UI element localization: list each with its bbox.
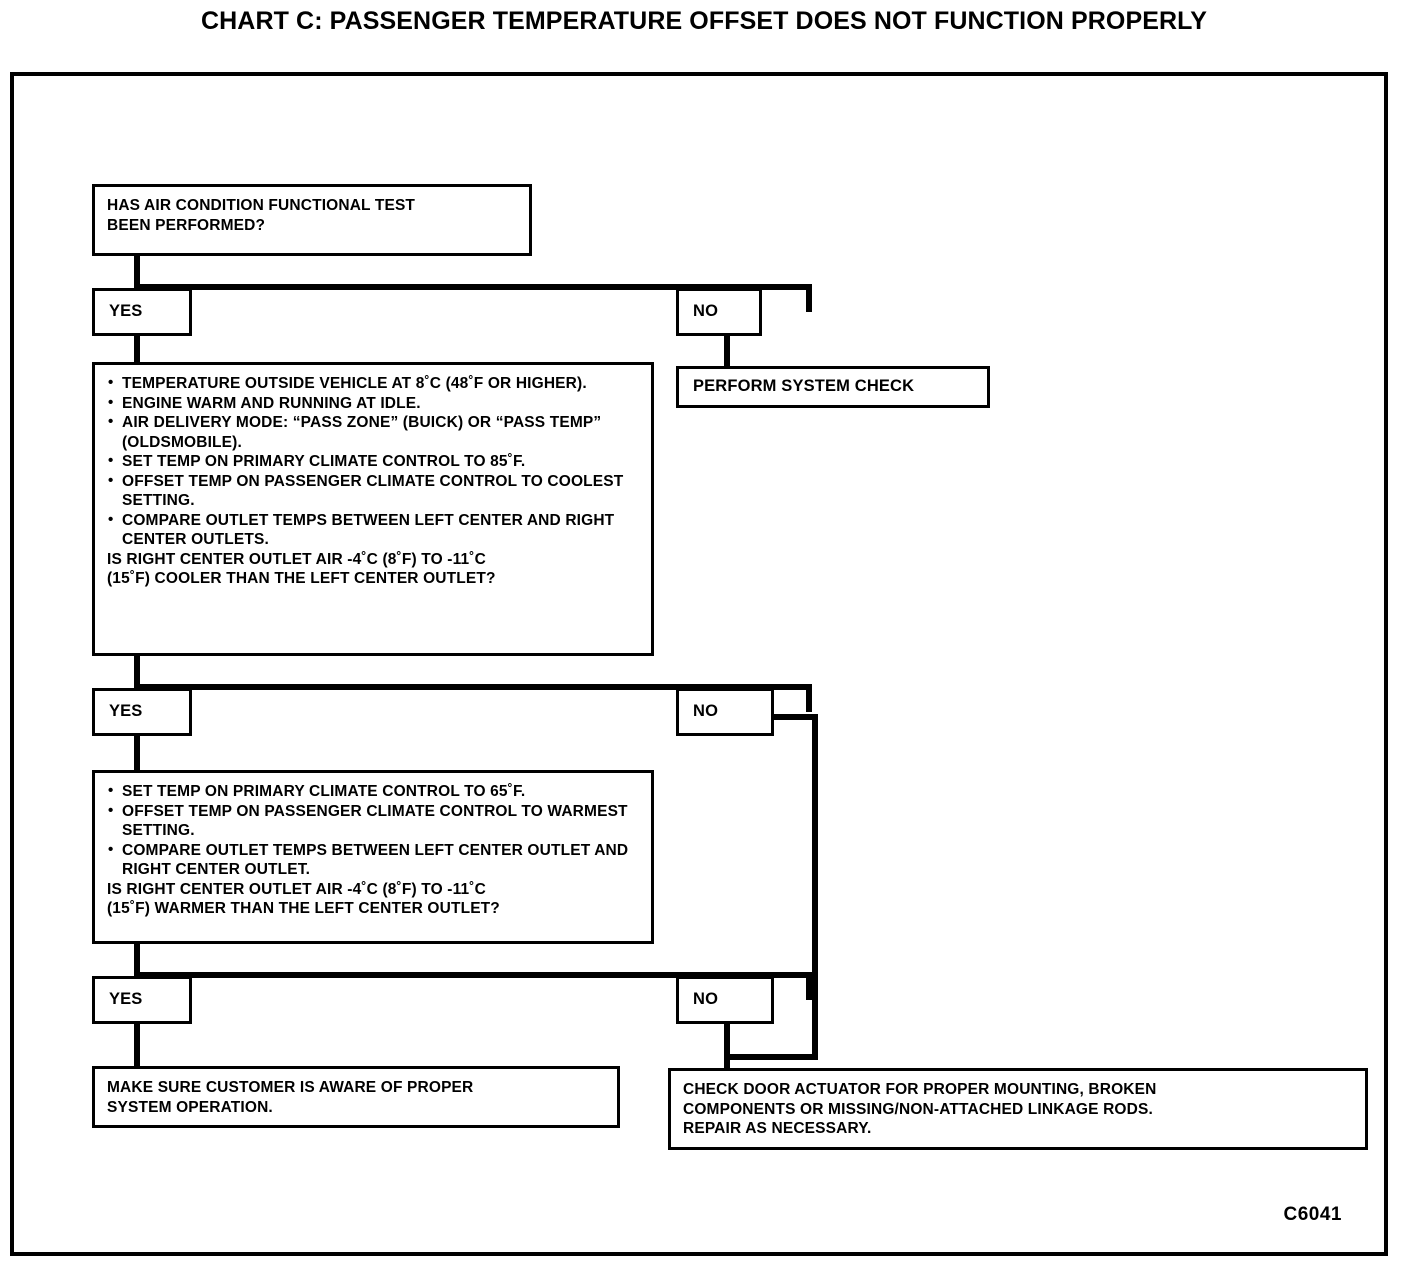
- node-perform-system-check-label: PERFORM SYSTEM CHECK: [693, 377, 915, 396]
- node-question-3[interactable]: SET TEMP ON PRIMARY CLIMATE CONTROL TO 6…: [92, 770, 654, 944]
- connector-q2no-right: [774, 714, 818, 720]
- connector-q2-branch: [134, 684, 812, 690]
- node-question-3-q-line1: IS RIGHT CENTER OUTLET AIR -4˚C (8˚F) TO…: [107, 880, 486, 898]
- list-item: OFFSET TEMP ON PASSENGER CLIMATE CONTROL…: [107, 801, 639, 841]
- connector-q2-no-down: [806, 684, 812, 712]
- connector-q3no-down: [724, 1024, 730, 1070]
- chart-code: C6041: [1283, 1204, 1342, 1225]
- node-result-customer-aware-line2: SYSTEM OPERATION.: [107, 1098, 273, 1116]
- connector-q3-down: [134, 944, 140, 978]
- connector-q3yes-down: [134, 1024, 140, 1068]
- node-result-check-door-actuator-line3: REPAIR AS NECESSARY.: [683, 1120, 872, 1137]
- node-q2-no[interactable]: NO: [676, 688, 774, 736]
- node-result-customer-aware[interactable]: MAKE SURE CUSTOMER IS AWARE OF PROPER SY…: [92, 1066, 620, 1128]
- connector-q3-no-down: [806, 972, 812, 1000]
- node-q1-yes-label: YES: [109, 302, 143, 321]
- node-q1-no[interactable]: NO: [676, 288, 762, 336]
- node-question-2-q-line2: (15˚F) COOLER THAN THE LEFT CENTER OUTLE…: [107, 570, 496, 587]
- node-question-2-bullets: TEMPERATURE OUTSIDE VEHICLE AT 8˚C (48˚F…: [107, 373, 639, 550]
- node-q2-yes-label: YES: [109, 702, 143, 721]
- connector-q1-branch: [134, 284, 812, 290]
- page-title: CHART C: PASSENGER TEMPERATURE OFFSET DO…: [201, 7, 1207, 35]
- chart-frame: HAS AIR CONDITION FUNCTIONAL TEST BEEN P…: [10, 72, 1388, 1256]
- node-result-check-door-actuator[interactable]: CHECK DOOR ACTUATOR FOR PROPER MOUNTING,…: [668, 1068, 1368, 1150]
- node-q2-yes[interactable]: YES: [92, 688, 192, 736]
- connector-q3-branch: [134, 972, 812, 978]
- connector-q1-down: [134, 256, 140, 290]
- list-item: OFFSET TEMP ON PASSENGER CLIMATE CONTROL…: [107, 471, 639, 511]
- node-perform-system-check[interactable]: PERFORM SYSTEM CHECK: [676, 366, 990, 408]
- node-q2-no-label: NO: [693, 702, 719, 721]
- node-question-2-q-line1: IS RIGHT CENTER OUTLET AIR -4˚C (8˚F) TO…: [107, 550, 486, 568]
- list-item: COMPARE OUTLET TEMPS BETWEEN LEFT CENTER…: [107, 510, 639, 550]
- node-result-check-door-actuator-line2: COMPONENTS OR MISSING/NON-ATTACHED LINKA…: [683, 1100, 1153, 1118]
- node-question-3-bullets: SET TEMP ON PRIMARY CLIMATE CONTROL TO 6…: [107, 781, 639, 880]
- node-q1-yes[interactable]: YES: [92, 288, 192, 336]
- node-question-1[interactable]: HAS AIR CONDITION FUNCTIONAL TEST BEEN P…: [92, 184, 532, 256]
- connector-q1no-down: [724, 336, 730, 368]
- connector-q2-down: [134, 656, 140, 690]
- connector-q2no-merge-left: [724, 1054, 818, 1060]
- node-q1-no-label: NO: [693, 302, 719, 321]
- node-q3-no[interactable]: NO: [676, 976, 774, 1024]
- list-item: ENGINE WARM AND RUNNING AT IDLE.: [107, 393, 639, 414]
- node-result-customer-aware-line1: MAKE SURE CUSTOMER IS AWARE OF PROPER: [107, 1079, 474, 1096]
- node-q3-yes-label: YES: [109, 990, 143, 1009]
- connector-q1-no-down: [806, 284, 812, 312]
- list-item: COMPARE OUTLET TEMPS BETWEEN LEFT CENTER…: [107, 840, 639, 880]
- node-question-3-q-line2: (15˚F) WARMER THAN THE LEFT CENTER OUTLE…: [107, 900, 500, 917]
- list-item: SET TEMP ON PRIMARY CLIMATE CONTROL TO 6…: [107, 781, 639, 802]
- connector-q1yes-down: [134, 336, 140, 376]
- node-result-check-door-actuator-line1: CHECK DOOR ACTUATOR FOR PROPER MOUNTING,…: [683, 1081, 1157, 1098]
- list-item: SET TEMP ON PRIMARY CLIMATE CONTROL TO 8…: [107, 451, 639, 472]
- connector-q2no-longdrop: [812, 714, 818, 1060]
- node-q3-yes[interactable]: YES: [92, 976, 192, 1024]
- list-item: AIR DELIVERY MODE: “PASS ZONE” (BUICK) O…: [107, 412, 639, 452]
- list-item: TEMPERATURE OUTSIDE VEHICLE AT 8˚C (48˚F…: [107, 373, 639, 394]
- node-question-1-line2: BEEN PERFORMED?: [107, 216, 266, 234]
- connector-q2yes-down: [134, 736, 140, 776]
- node-question-1-line1: HAS AIR CONDITION FUNCTIONAL TEST: [107, 197, 416, 214]
- node-question-2[interactable]: TEMPERATURE OUTSIDE VEHICLE AT 8˚C (48˚F…: [92, 362, 654, 656]
- node-q3-no-label: NO: [693, 990, 719, 1009]
